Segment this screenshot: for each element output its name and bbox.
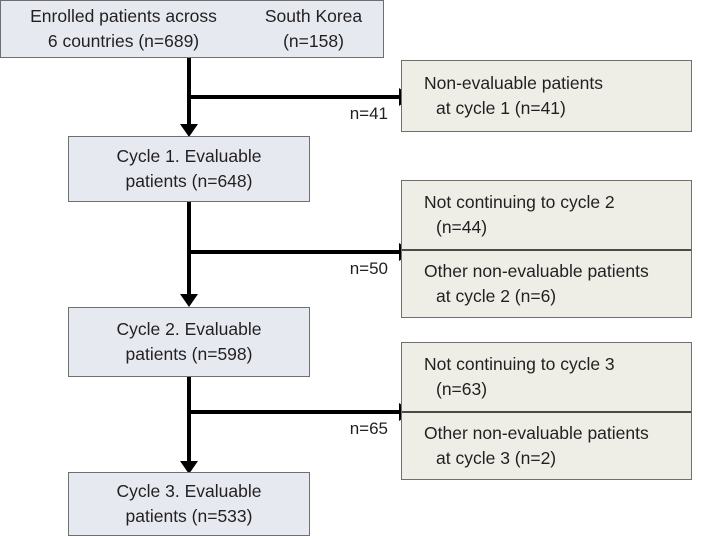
non-evaluable-cycle1-line1: Non-evaluable patients xyxy=(424,73,604,94)
cycle3-line2: patients (n=533) xyxy=(125,506,253,526)
non-evaluable-cycle2-split-box: Not continuing to cycle 2 (n=44) Other n… xyxy=(401,180,692,318)
connector-vline-cycle2-to-cycle3 xyxy=(187,377,191,463)
non-evaluable-cycle1-box: Non-evaluable patients at cycle 1 (n=41) xyxy=(401,60,692,132)
cycle1-line1: Cycle 1. Evaluable xyxy=(116,146,262,167)
not-continuing-cycle2-line2: (n=44) xyxy=(436,217,488,237)
edge-label-branch2: n=50 xyxy=(349,259,388,278)
enrolled-multicountry-line1: Enrolled patients across xyxy=(30,6,217,27)
cycle1-line2: patients (n=648) xyxy=(125,171,253,191)
not-continuing-cycle3-line2: (n=63) xyxy=(436,379,488,399)
not-continuing-cycle3-line1: Not continuing to cycle 3 xyxy=(424,354,615,375)
cycle1-evaluable-box: Cycle 1. Evaluable patients (n=648) xyxy=(68,136,310,202)
connector-hline-to-excluded2 xyxy=(187,250,401,254)
enrolled-southkorea-line2: (n=158) xyxy=(283,31,344,51)
cycle2-line1: Cycle 2. Evaluable xyxy=(116,319,262,340)
other-non-evaluable-cycle3-section: Other non-evaluable patients at cycle 3 … xyxy=(402,411,691,479)
enrolled-multicountry-group: Enrolled patients across 6 countries (n=… xyxy=(1,4,246,54)
connector-vline-enrolled-to-cycle1 xyxy=(187,58,191,125)
enrolled-southkorea-group: South Korea (n=158) xyxy=(246,4,381,54)
other-non-evaluable-cycle3-line1: Other non-evaluable patients xyxy=(424,423,649,444)
not-continuing-cycle2-section: Not continuing to cycle 2 (n=44) xyxy=(402,181,691,249)
cycle2-line2: patients (n=598) xyxy=(125,344,253,364)
other-non-evaluable-cycle2-line1: Other non-evaluable patients xyxy=(424,261,649,282)
edge-label-branch3: n=65 xyxy=(349,419,388,438)
not-continuing-cycle2-line1: Not continuing to cycle 2 xyxy=(424,192,615,213)
connector-arrowhead-cycle1 xyxy=(180,124,198,137)
connector-vline-cycle1-to-cycle2 xyxy=(187,202,191,295)
connector-hline-to-excluded3 xyxy=(187,410,401,414)
other-non-evaluable-cycle2-section: Other non-evaluable patients at cycle 2 … xyxy=(402,249,691,317)
cycle3-evaluable-box: Cycle 3. Evaluable patients (n=533) xyxy=(68,472,310,536)
non-evaluable-cycle3-split-box: Not continuing to cycle 3 (n=63) Other n… xyxy=(401,342,692,480)
enrolled-patients-box: Enrolled patients across 6 countries (n=… xyxy=(0,0,384,58)
not-continuing-cycle3-section: Not continuing to cycle 3 (n=63) xyxy=(402,343,691,411)
connector-arrowhead-cycle3 xyxy=(180,461,198,474)
other-non-evaluable-cycle2-line2: at cycle 2 (n=6) xyxy=(436,286,557,306)
enrolled-multicountry-line2: 6 countries (n=689) xyxy=(47,31,200,51)
non-evaluable-cycle1-line2: at cycle 1 (n=41) xyxy=(436,98,566,118)
cycle2-evaluable-box: Cycle 2. Evaluable patients (n=598) xyxy=(68,307,310,377)
connector-hline-to-excluded1 xyxy=(187,95,401,99)
edge-label-branch1: n=41 xyxy=(349,104,388,123)
other-non-evaluable-cycle3-line2: at cycle 3 (n=2) xyxy=(436,448,557,468)
enrolled-southkorea-line1: South Korea xyxy=(264,6,363,27)
connector-arrowhead-cycle2 xyxy=(180,294,198,307)
cycle3-line1: Cycle 3. Evaluable xyxy=(116,481,262,502)
